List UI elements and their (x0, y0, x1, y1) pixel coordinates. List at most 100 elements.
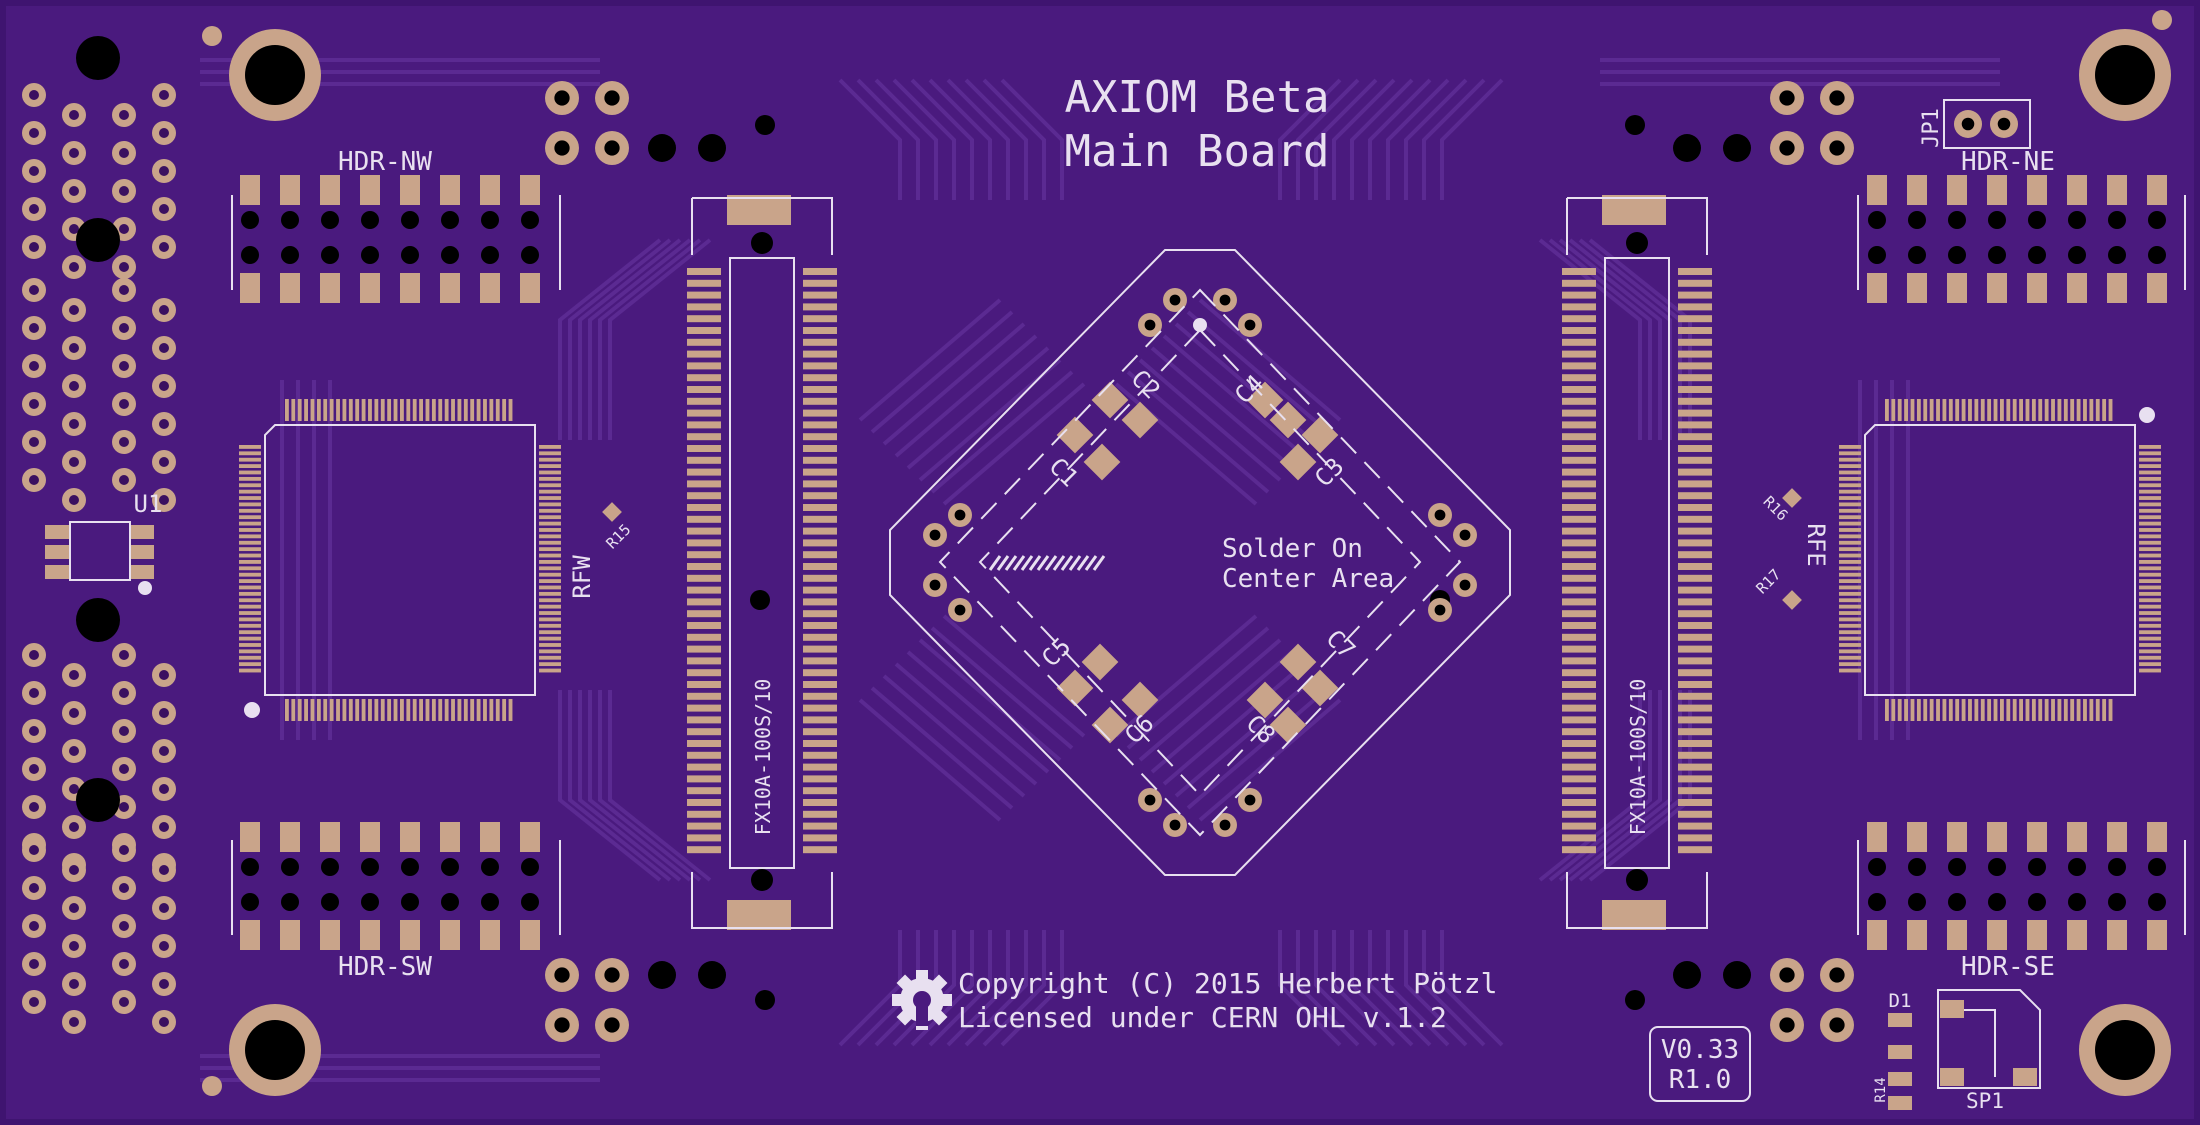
connector-pad (687, 291, 721, 299)
trace (930, 370, 1074, 494)
board-title-line1: AXIOM Beta (1065, 72, 1330, 123)
pin-drill (119, 399, 129, 409)
qfp-pin (539, 579, 561, 583)
pin-drill (69, 822, 79, 832)
header-hole (2068, 211, 2086, 229)
qfp-pin (1904, 699, 1908, 721)
header-hole (2028, 893, 2046, 911)
resistor-pad (1782, 590, 1802, 610)
pin-drill (29, 399, 39, 409)
connector-pad (1562, 574, 1596, 582)
header-pad (1987, 822, 2007, 852)
drill-hole (648, 961, 676, 989)
connector-pad (687, 799, 721, 806)
qfp-pin (1974, 399, 1979, 421)
qfp-pin (1839, 643, 1861, 647)
header-pad (2067, 920, 2087, 950)
connector-pad (803, 445, 837, 452)
pin-drill (29, 242, 39, 252)
version-line1: V0.33 (1661, 1035, 1739, 1065)
pin-drill (29, 90, 39, 100)
connector-pad (1562, 610, 1596, 618)
qfp-pin (285, 699, 289, 721)
trace (964, 78, 1028, 200)
trace (1538, 690, 1642, 882)
connector-pad (687, 834, 721, 842)
trace (1000, 930, 1064, 1047)
header-hole (1868, 858, 1886, 876)
version-box (1649, 1026, 1751, 1102)
qfp-pin (495, 399, 500, 421)
qfp-pin (239, 636, 261, 641)
qfp-pin (2139, 598, 2161, 603)
drill-hole (1723, 961, 1751, 989)
header-pad (2107, 175, 2127, 205)
qfp-pin (1910, 699, 1915, 721)
connector-left-label: FX10A-100S/10 (751, 679, 775, 836)
header-pad (320, 273, 340, 303)
qfp-pin (348, 699, 353, 721)
connector-pad (687, 504, 721, 511)
qfp-pin (1891, 399, 1896, 421)
connector-pad (803, 810, 837, 818)
qfp-pin (539, 623, 561, 628)
header-pad (520, 175, 540, 205)
header-hole (1908, 246, 1926, 264)
connector-pad (1678, 610, 1712, 618)
qfp-pin (2025, 399, 2030, 421)
header-hole (1988, 893, 2006, 911)
qfp-pin (393, 399, 398, 421)
pin-drill (69, 186, 79, 196)
pin-drill (29, 726, 39, 736)
connector-pad (1562, 397, 1596, 405)
qfp-pin (489, 699, 494, 721)
pin-drill (29, 285, 39, 295)
connector-pad (1562, 846, 1596, 854)
qfp-pin (239, 553, 261, 558)
trace (578, 238, 682, 440)
pin-drill (159, 457, 169, 467)
connector-pad (1562, 751, 1596, 759)
connector-pad (1678, 468, 1712, 476)
qfp-pin (1968, 399, 1972, 421)
connector-pad (687, 586, 721, 594)
trace (1150, 346, 1294, 470)
header-pad (1947, 822, 1967, 852)
qfp-pin (239, 528, 261, 532)
pin-drill (29, 959, 39, 969)
qfp-pin (1993, 399, 1998, 421)
qfp-pin (2031, 699, 2036, 721)
header-hole (361, 246, 379, 264)
hatch-mark (1052, 555, 1066, 571)
connector-pad (1678, 445, 1712, 452)
pin-drill (29, 764, 39, 774)
connector-pad (803, 515, 837, 523)
header-pad (240, 175, 260, 205)
connector-pad (1562, 456, 1596, 464)
qfp-pin (2057, 699, 2062, 721)
trace (1332, 930, 1396, 1047)
pin-drill (69, 746, 79, 756)
via-drill (1219, 819, 1231, 831)
header-hole (1948, 246, 1966, 264)
qfp-pin (463, 399, 468, 421)
qfp-pin (387, 399, 392, 421)
header-hole (521, 211, 539, 229)
connector-pad (1562, 669, 1596, 677)
trace (894, 662, 1038, 786)
qfp-pin (323, 699, 328, 721)
via-drill (1829, 140, 1845, 156)
header-hole (441, 858, 459, 876)
header-hole (441, 211, 459, 229)
header-pad (480, 822, 500, 852)
header-hole (1948, 211, 1966, 229)
qfp-pin (239, 591, 261, 596)
trace (858, 698, 1002, 822)
pin-drill (69, 343, 79, 353)
header-pad (1947, 920, 1967, 950)
qfp-pin (539, 655, 561, 660)
trace (928, 78, 992, 200)
trace (1150, 650, 1294, 774)
pin-drill (159, 822, 169, 832)
fiducial (202, 1076, 222, 1096)
